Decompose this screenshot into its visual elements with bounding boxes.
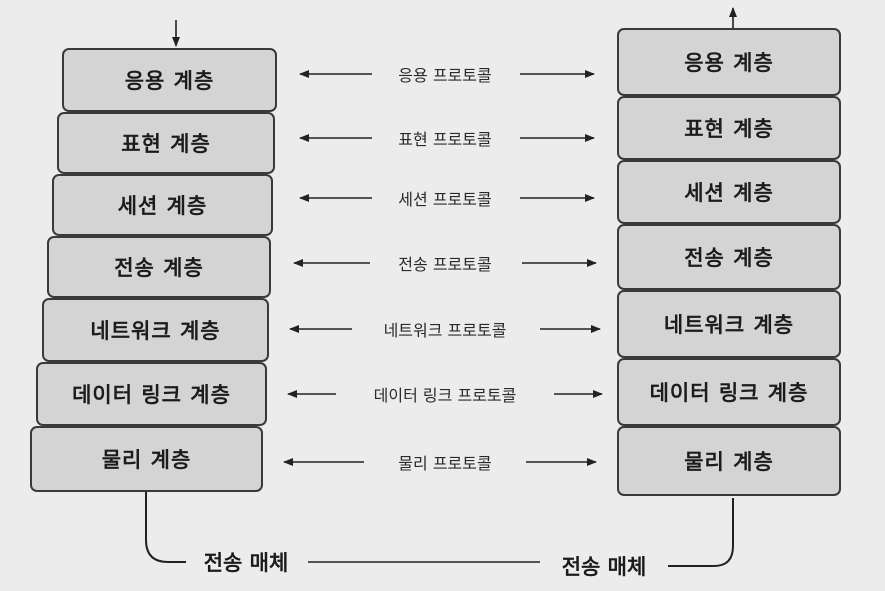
- layer-label: 네트워크 계층: [90, 319, 221, 343]
- layer-label: 전송 계층: [114, 256, 204, 280]
- receiver-datalink-layer: 데이터 링크 계층: [617, 358, 841, 426]
- transmission-medium-path-left: [145, 492, 186, 563]
- layer-label: 물리 계층: [101, 448, 192, 472]
- layer-label: 세션 계층: [684, 181, 774, 205]
- sender-presentation-layer: 표현 계층: [57, 112, 275, 174]
- sender-network-layer: 네트워크 계층: [42, 298, 269, 362]
- layer-label: 세션 계층: [117, 194, 208, 218]
- layer-label: 표현 계층: [121, 132, 211, 156]
- network-protocol-label: 네트워크 프로토콜: [376, 317, 514, 341]
- receiver-presentation-layer: 표현 계층: [617, 96, 841, 160]
- session-protocol-label: 세션 프로토콜: [391, 186, 499, 210]
- receiver-transport-layer: 전송 계층: [617, 224, 841, 290]
- transport-protocol-label: 전송 프로토콜: [391, 251, 499, 275]
- datalink-protocol-label: 데이터 링크 프로토콜: [366, 382, 524, 406]
- layer-label: 응용 계층: [684, 51, 774, 75]
- receiver-physical-layer: 물리 계층: [617, 426, 841, 496]
- medium-label-right: 전송 매체: [553, 551, 655, 581]
- sender-transport-layer: 전송 계층: [47, 236, 271, 298]
- layer-label: 데이터 링크 계층: [649, 381, 809, 405]
- layer-label: 표현 계층: [684, 117, 774, 141]
- physical-protocol-label: 물리 프로토콜: [391, 450, 499, 474]
- receiver-session-layer: 세션 계층: [617, 160, 841, 224]
- layer-label: 네트워크 계층: [663, 313, 795, 337]
- sender-session-layer: 세션 계층: [52, 174, 273, 236]
- layer-label: 데이터 링크 계층: [72, 383, 231, 407]
- application-protocol-label: 응용 프로토콜: [391, 62, 499, 86]
- layer-label: 전송 계층: [684, 246, 774, 270]
- layer-label: 물리 계층: [684, 450, 774, 474]
- medium-label-left: 전송 매체: [195, 547, 297, 577]
- layer-label: 응용 계층: [124, 69, 215, 93]
- sender-physical-layer: 물리 계층: [30, 426, 263, 492]
- sender-datalink-layer: 데이터 링크 계층: [36, 362, 267, 426]
- sender-application-layer: 응용 계층: [62, 48, 277, 112]
- transmission-medium-path-right: [668, 498, 734, 567]
- presentation-protocol-label: 표현 프로토콜: [391, 126, 499, 150]
- receiver-network-layer: 네트워크 계층: [617, 290, 841, 358]
- receiver-application-layer: 응용 계층: [617, 28, 841, 96]
